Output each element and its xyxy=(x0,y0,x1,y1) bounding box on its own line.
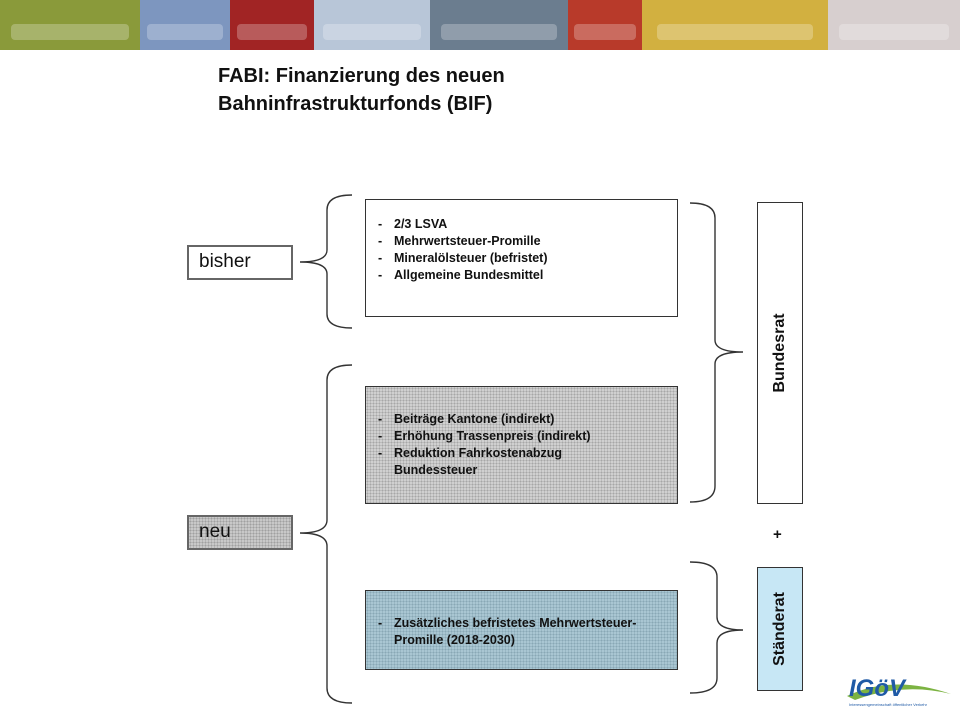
photo-banner xyxy=(0,0,960,50)
list-item: Allgemeine Bundesmittel xyxy=(374,267,667,284)
title-line-1: FABI: Finanzierung des neuen xyxy=(218,65,505,87)
staenderat-box: Ständerat xyxy=(757,567,803,691)
yellow-bus-photo xyxy=(642,0,828,50)
list-item: Erhöhung Trassenpreis (indirekt) xyxy=(374,428,667,445)
igoev-logo: IGöV Interessengemeinschaft öffentlicher… xyxy=(847,675,951,707)
bundesrat-label: Bundesrat xyxy=(771,313,788,393)
list-item: 2/3 LSVA xyxy=(374,216,667,233)
box-neu-sources: Beiträge Kantone (indirekt) Erhöhung Tra… xyxy=(365,386,678,504)
box-bisher-sources: 2/3 LSVA Mehrwertsteuer-Promille Mineral… xyxy=(365,199,678,317)
red-train-photo xyxy=(828,0,960,50)
svg-text:Interessengemeinschaft öffentl: Interessengemeinschaft öffentlicher Verk… xyxy=(849,702,928,707)
bundesrat-box: Bundesrat xyxy=(757,202,803,504)
list-item: Reduktion Fahrkostenabzug Bundessteuer xyxy=(374,445,626,479)
label-neu: neu xyxy=(187,515,293,550)
list-item: Mineralölsteuer (befristet) xyxy=(374,250,667,267)
bracket-bisher xyxy=(299,194,353,329)
label-bisher: bisher xyxy=(187,245,293,280)
list-item: Mehrwertsteuer-Promille xyxy=(374,233,667,250)
box-zusatz-sources: Zusätzliches befristetes Mehrwertsteuer-… xyxy=(365,590,678,670)
red-bus-photo xyxy=(568,0,642,50)
slide-title: FABI: Finanzierung des neuen Bahninfrast… xyxy=(218,62,505,118)
red-tram-photo xyxy=(230,0,314,50)
ship-photo xyxy=(314,0,430,50)
staenderat-label: Ständerat xyxy=(771,592,788,666)
svg-text:IGöV: IGöV xyxy=(849,675,907,702)
cable-car-photo xyxy=(140,0,230,50)
plus-sign: + xyxy=(773,526,782,543)
title-line-2: Bahninfrastrukturfonds (BIF) xyxy=(218,93,493,115)
tram-photo xyxy=(0,0,140,50)
train-photo xyxy=(430,0,568,50)
list-item: Beiträge Kantone (indirekt) xyxy=(374,411,667,428)
list-item: Zusätzliches befristetes Mehrwertsteuer-… xyxy=(374,615,664,649)
bracket-neu xyxy=(299,364,353,704)
bracket-staenderat xyxy=(689,561,744,694)
bracket-bundesrat xyxy=(689,202,744,503)
